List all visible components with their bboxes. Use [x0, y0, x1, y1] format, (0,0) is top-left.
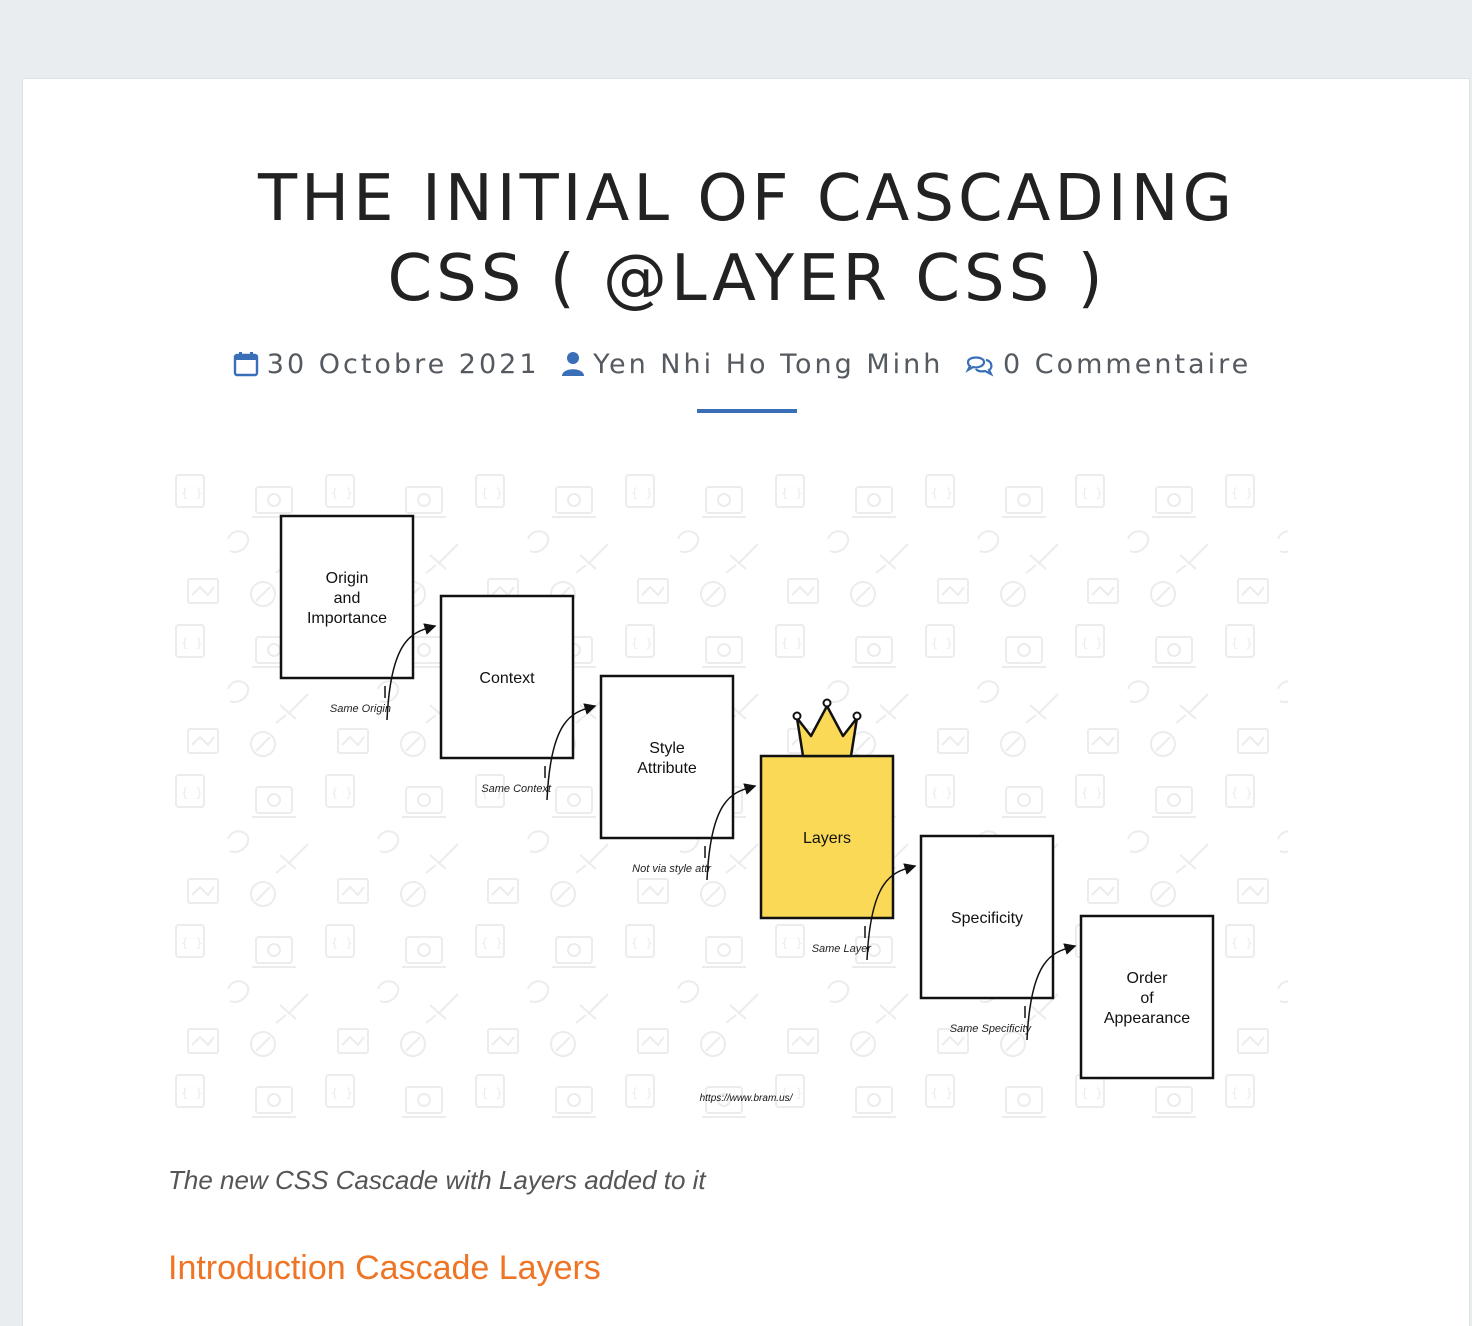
cascade-step-label: Context	[479, 670, 535, 687]
connector-label: Same Context	[481, 783, 552, 795]
connector-arrow	[706, 783, 757, 881]
connector-arrow	[546, 703, 597, 801]
cascade-step-label: Origin	[326, 570, 369, 587]
cascade-diagram: { } OriginandImportanceContextStyleAttri…	[168, 469, 1288, 1121]
cascade-step-label: Appearance	[1104, 1010, 1190, 1027]
connector-label: Same Specificity	[950, 1023, 1033, 1035]
connector-label: Same Layer	[812, 943, 873, 955]
cascade-step-label: Order	[1127, 970, 1169, 987]
cascade-step-label: Attribute	[637, 760, 697, 777]
connector-arrow	[1026, 943, 1077, 1041]
connector-label: Same Origin	[330, 703, 391, 715]
post-title-line-2: CSS ( @LAYER CSS )	[387, 242, 1107, 316]
connector-not-via-style-attr: Not via style attr	[632, 783, 757, 881]
crown-jewel	[822, 698, 832, 708]
connector-same-specificity: Same Specificity	[950, 943, 1077, 1041]
crown-icon	[795, 704, 859, 758]
comments-icon	[965, 351, 995, 384]
cascade-step-box	[759, 754, 895, 920]
post-meta: 30 Octobre 2021 Yen Nhi Ho Tong Minh 0 C…	[23, 349, 1471, 384]
cascade-figure: { } OriginandImportanceContextStyleAttri…	[168, 469, 1288, 1121]
figure-credit: https://www.bram.us/	[700, 1093, 794, 1104]
post-title-line-1: THE INITIAL OF CASCADING	[257, 162, 1237, 236]
connector-arrow	[386, 623, 437, 721]
cascade-step-box	[599, 674, 735, 840]
post-title: THE INITIAL OF CASCADING CSS ( @LAYER CS…	[23, 159, 1471, 319]
connector-label: Not via style attr	[632, 863, 712, 875]
cascade-step-label: and	[334, 590, 361, 607]
connector-same-context: Same Context	[481, 703, 597, 801]
crown-jewel	[792, 711, 802, 721]
cascade-step-label: Style	[649, 740, 685, 757]
cascade-step-box	[279, 514, 415, 680]
post-card: THE INITIAL OF CASCADING CSS ( @LAYER CS…	[22, 78, 1470, 1326]
calendar-icon	[233, 351, 259, 384]
connector-same-layer: Same Layer	[812, 863, 917, 961]
section-heading: Introduction Cascade Layers	[168, 1249, 601, 1287]
post-comments-link[interactable]: 0 Commentaire	[1002, 349, 1252, 380]
connector-same-origin: Same Origin	[330, 623, 437, 721]
cascade-step-label: Layers	[803, 830, 851, 847]
cascade-step-context: Context	[439, 594, 575, 760]
cascade-step-box	[919, 834, 1055, 1000]
cascade-step-label: of	[1140, 990, 1154, 1007]
title-divider	[697, 409, 797, 413]
figure-caption: The new CSS Cascade with Layers added to…	[168, 1165, 706, 1195]
cascade-step-box	[439, 594, 575, 760]
cascade-step-box	[1079, 914, 1215, 1080]
cascade-step-layers: Layers	[759, 698, 895, 920]
cascade-step-label: Specificity	[951, 910, 1023, 927]
connector-arrow	[866, 863, 917, 961]
cascade-step-specificity: Specificity	[919, 834, 1055, 1000]
cascade-step-label: Importance	[307, 610, 387, 627]
user-icon	[561, 351, 585, 384]
crown-jewel	[852, 711, 862, 721]
post-date-link[interactable]: 30 Octobre 2021	[266, 349, 540, 380]
post-author-link[interactable]: Yen Nhi Ho Tong Minh	[593, 349, 944, 380]
